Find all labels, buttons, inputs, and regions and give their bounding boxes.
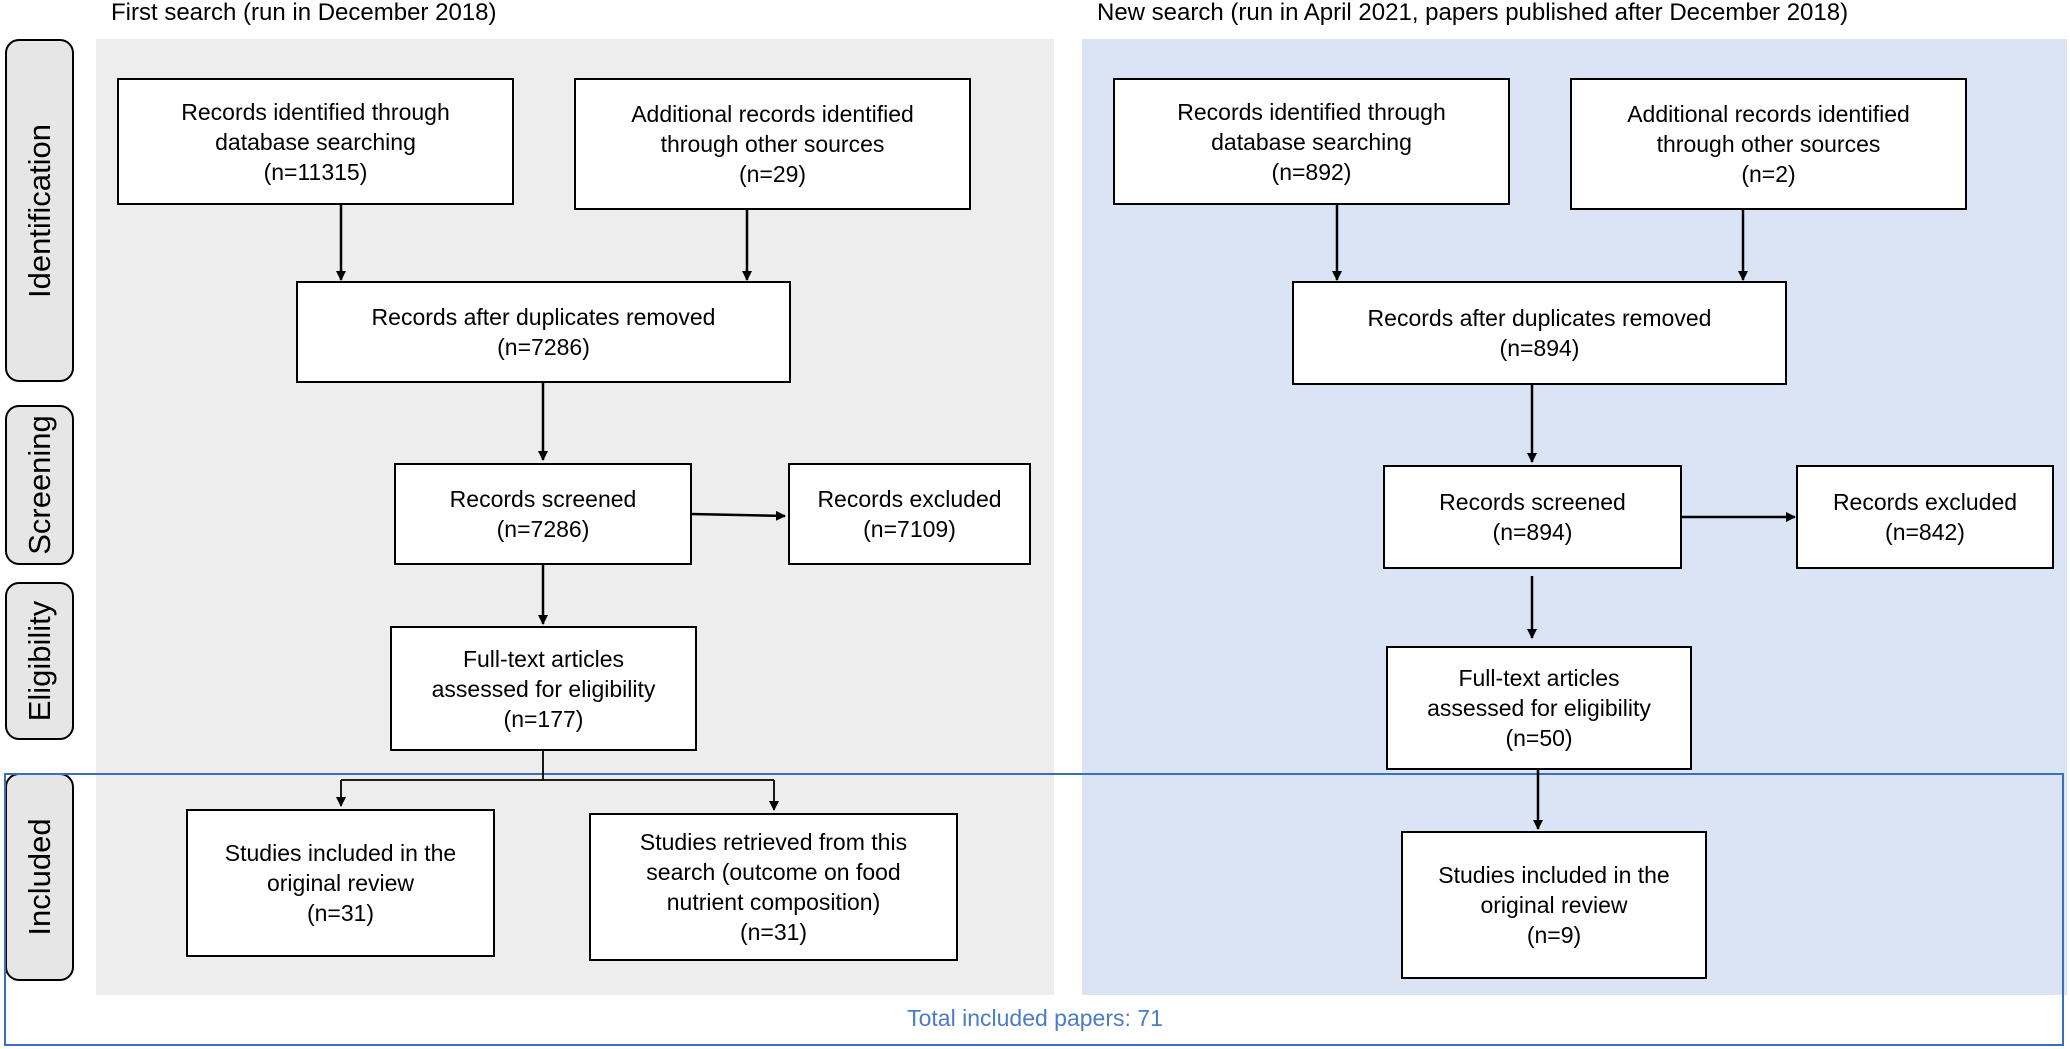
first-excluded-box: Records excluded (n=7109) [788, 463, 1031, 565]
box-line: Studies included in the [224, 840, 457, 866]
stage-identification: Identification [5, 39, 74, 382]
box-line: Studies included in the [1438, 862, 1670, 888]
box-count: (n=29) [738, 161, 807, 187]
arrow-first-fulltext-split [341, 750, 774, 781]
first-dedup-box: Records after duplicates removed (n=7286… [296, 281, 791, 383]
new-screened-box: Records screened (n=894) [1383, 465, 1682, 569]
box-line: database searching [215, 128, 416, 155]
box-line: Records after duplicates removed [371, 304, 716, 330]
first-fulltext-box: Full-text articles assessed for eligibil… [390, 626, 697, 751]
new-fulltext-box: Full-text articles assessed for eligibil… [1386, 646, 1692, 770]
box-line: Records after duplicates removed [1367, 305, 1712, 331]
box-count: (n=2) [1741, 161, 1796, 187]
first-search-heading: First search (run in December 2018) [111, 0, 497, 26]
box-count: (n=31) [739, 919, 808, 945]
stage-included: Included [5, 773, 74, 981]
first-screened-box: Records screened (n=7286) [394, 463, 692, 565]
box-count: (n=842) [1885, 519, 1965, 545]
box-line: through other sources [660, 131, 885, 157]
box-count: (n=7286) [496, 516, 590, 542]
box-line: Records identified through [1177, 98, 1446, 125]
new-search-heading: New search (run in April 2021, papers pu… [1097, 0, 1849, 26]
first-db-records-box: Records identified through database sear… [117, 78, 514, 205]
box-line: Full-text articles [1458, 665, 1620, 691]
included-frame [4, 773, 2064, 1046]
box-line: Additional records identified [631, 101, 914, 127]
box-count: (n=7286) [497, 334, 590, 360]
box-count: (n=7109) [863, 516, 956, 542]
first-retrieved-box: Studies retrieved from this search (outc… [589, 813, 958, 961]
new-db-records-box: Records identified through database sear… [1113, 78, 1510, 205]
box-line: Records screened [1439, 489, 1626, 515]
box-count: (n=50) [1505, 725, 1573, 751]
new-excluded-box: Records excluded (n=842) [1796, 465, 2054, 569]
first-other-records-box: Additional records identified through ot… [574, 78, 971, 210]
new-other-records-box: Additional records identified through ot… [1570, 78, 1967, 210]
box-line: Full-text articles [462, 645, 625, 672]
box-line: assessed for eligibility [1427, 695, 1651, 721]
box-line: Records excluded [817, 486, 1002, 512]
box-line: search (outcome on food [646, 859, 901, 885]
box-line: original review [1480, 892, 1628, 918]
box-count: (n=894) [1492, 519, 1573, 545]
box-line: Records screened [449, 486, 637, 512]
box-line: through other sources [1656, 131, 1881, 157]
total-included-label: Total included papers: 71 [907, 1005, 1163, 1031]
box-count: (n=892) [1271, 158, 1352, 185]
box-count: (n=11315) [263, 158, 368, 185]
box-line: assessed for eligibility [431, 675, 656, 702]
new-included-original-box: Studies included in the original review … [1401, 831, 1707, 979]
first-included-original-box: Studies included in the original review … [186, 809, 495, 957]
stage-screening: Screening [5, 405, 74, 565]
stage-eligibility: Eligibility [5, 582, 74, 740]
box-count: (n=894) [1499, 335, 1580, 361]
box-line: Records excluded [1832, 489, 2018, 515]
box-count: (n=177) [503, 705, 584, 732]
box-count: (n=31) [306, 900, 375, 926]
box-line: Studies retrieved from this [639, 829, 908, 855]
box-line: nutrient composition) [666, 889, 881, 915]
box-count: (n=9) [1526, 922, 1582, 948]
box-line: Records identified through [181, 98, 450, 125]
box-line: Additional records identified [1627, 101, 1910, 127]
box-line: original review [266, 870, 414, 896]
arrow-first-screened-to-excluded [690, 510, 786, 521]
new-dedup-box: Records after duplicates removed (n=894) [1292, 281, 1787, 385]
box-line: database searching [1211, 128, 1412, 155]
